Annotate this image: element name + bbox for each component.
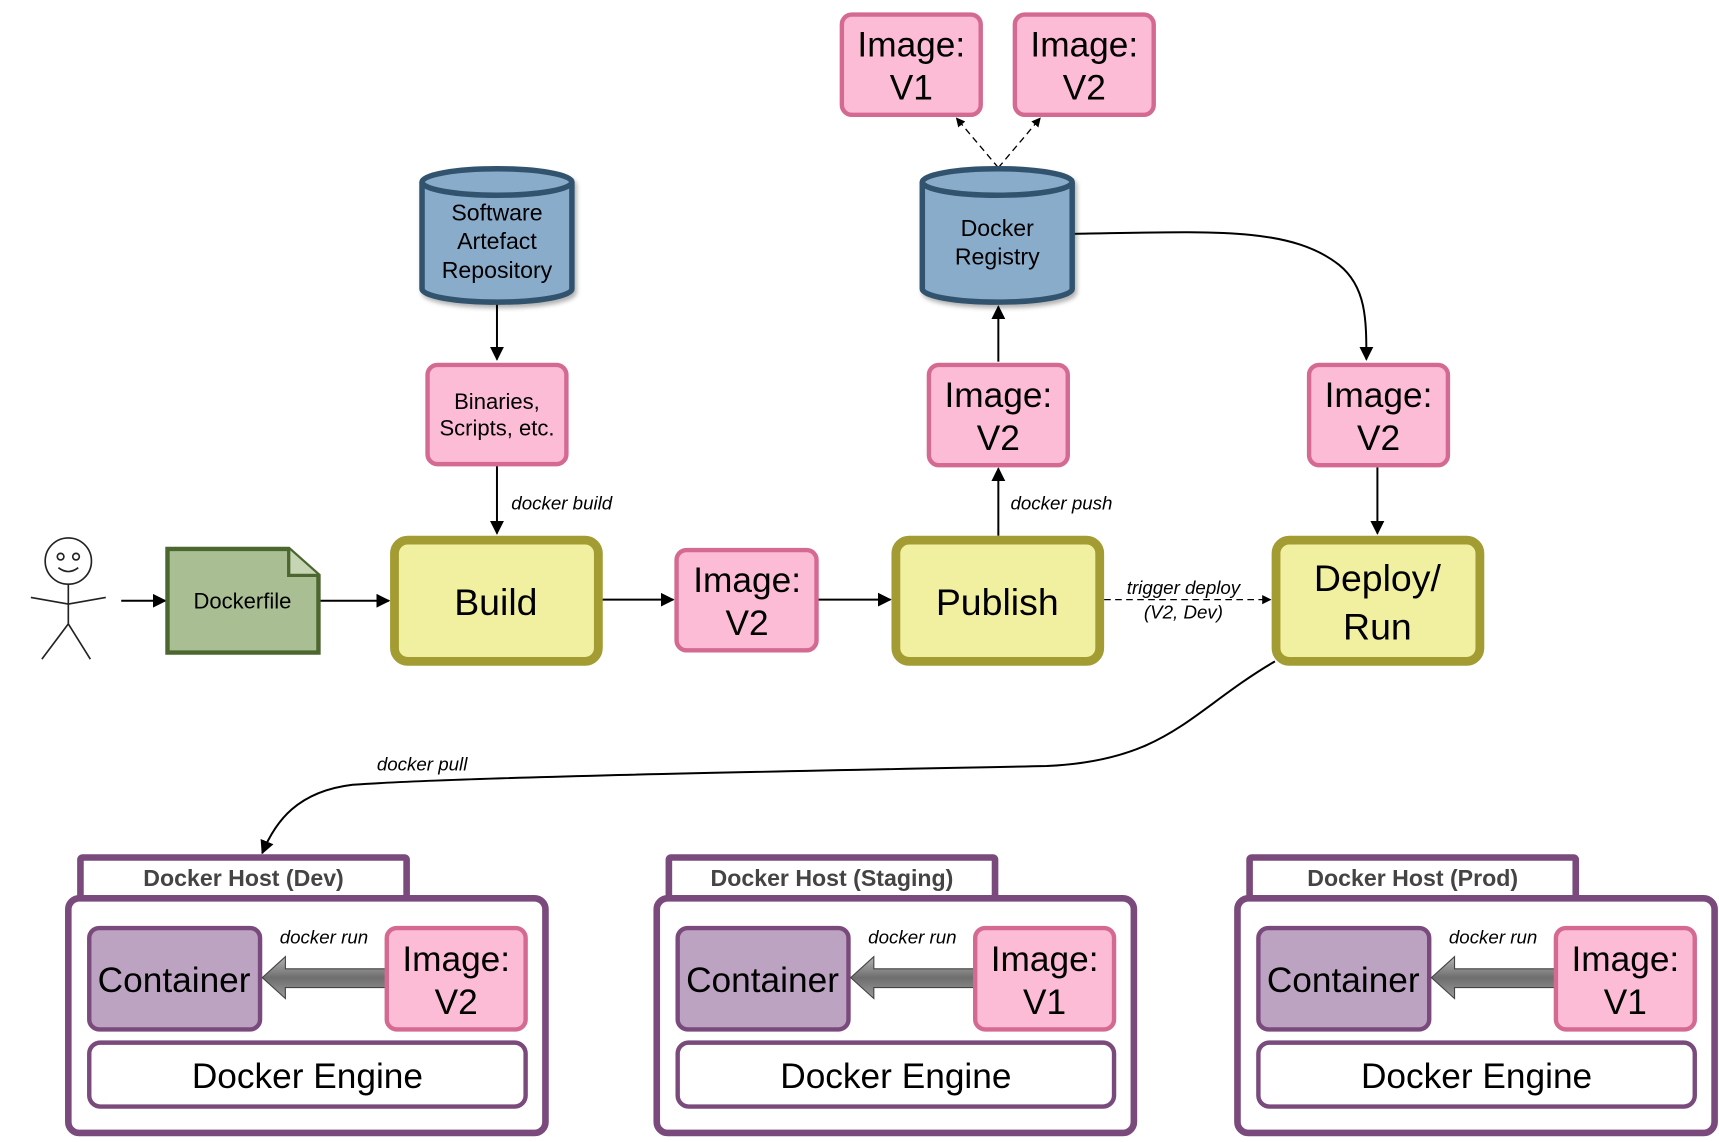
built-image-line-2: V2 xyxy=(726,604,769,643)
host-image-line-2: V1 xyxy=(1023,983,1066,1022)
dockerfile-node[interactable]: Dockerfile xyxy=(165,546,321,655)
container-label: Container xyxy=(98,961,251,1000)
pulled-image-line-1: Image: xyxy=(1325,376,1433,415)
registry-line-1: Docker xyxy=(961,215,1035,241)
docker-run-label: docker run xyxy=(280,926,368,947)
host-image-line-1: Image: xyxy=(1571,940,1679,979)
host-image-node[interactable]: Image: V1 xyxy=(972,925,1117,1032)
docker-engine-node[interactable]: Docker Engine xyxy=(675,1040,1117,1109)
binaries-node[interactable]: Binaries, Scripts, etc. xyxy=(425,362,569,467)
registry-image-v2[interactable]: Image: V2 xyxy=(1012,12,1156,118)
container-node[interactable]: Container xyxy=(675,925,851,1032)
registry-image-v1-line-2: V1 xyxy=(890,68,933,107)
database-icon xyxy=(419,182,575,305)
deploy-run-stage[interactable]: Deploy/ Run xyxy=(1271,535,1485,666)
host-title: Docker Host (Staging) xyxy=(711,865,954,891)
binaries-line-2: Scripts, etc. xyxy=(439,415,554,440)
registry-line-2: Registry xyxy=(955,244,1040,270)
build-label: Build xyxy=(454,581,537,623)
software-repo-line-2: Artefact xyxy=(457,228,537,254)
docker-registry-node[interactable]: Docker Registry xyxy=(919,166,1075,305)
edges xyxy=(121,117,1385,855)
built-image-node[interactable]: Image: V2 xyxy=(674,547,819,653)
database-icon xyxy=(919,182,1075,305)
edge-registry-to-image-v1 xyxy=(955,117,999,169)
pushed-image-line-2: V2 xyxy=(977,419,1020,458)
docker-engine-label: Docker Engine xyxy=(192,1057,423,1096)
built-image-line-1: Image: xyxy=(693,561,801,600)
deploy-line-2: Run xyxy=(1343,605,1412,647)
registry-image-v2-line-2: V2 xyxy=(1063,68,1106,107)
host-image-line-1: Image: xyxy=(991,940,1099,979)
stick-figure-icon xyxy=(30,537,106,660)
edge-deploy-to-dev-host-pull xyxy=(260,660,1276,855)
software-repo-node[interactable]: Software Artefact Repository xyxy=(419,166,575,305)
docker-engine-node[interactable]: Docker Engine xyxy=(1256,1040,1697,1109)
container-node[interactable]: Container xyxy=(87,925,263,1032)
pulled-image-line-2: V2 xyxy=(1357,419,1400,458)
software-repo-line-1: Software xyxy=(451,200,542,226)
deploy-line-1: Deploy/ xyxy=(1314,557,1442,599)
registry-image-v1-line-1: Image: xyxy=(857,25,965,64)
docker-run-label: docker run xyxy=(868,926,956,947)
host-title: Docker Host (Dev) xyxy=(143,865,343,891)
document-icon xyxy=(165,546,321,655)
docker-run-label: docker run xyxy=(1449,926,1537,947)
dockerfile-label: Dockerfile xyxy=(193,588,291,613)
container-label: Container xyxy=(686,961,839,1000)
pushed-image-line-1: Image: xyxy=(944,376,1052,415)
edge-registry-to-image-v2 xyxy=(997,117,1041,169)
pushed-image-node[interactable]: Image: V2 xyxy=(926,362,1070,468)
registry-image-v1[interactable]: Image: V1 xyxy=(839,12,983,118)
docker-engine-label: Docker Engine xyxy=(780,1057,1011,1096)
host-image-node[interactable]: Image: V1 xyxy=(1553,925,1697,1032)
host-image-line-2: V2 xyxy=(435,983,478,1022)
docker-engine-node[interactable]: Docker Engine xyxy=(87,1040,528,1109)
software-repo-line-3: Repository xyxy=(442,257,553,283)
docker-host-staging[interactable]: Docker Host (Staging) Container docker run… xyxy=(653,854,1138,1137)
host-title: Docker Host (Prod) xyxy=(1307,865,1518,891)
container-node[interactable]: Container xyxy=(1256,925,1432,1032)
container-label: Container xyxy=(1267,961,1420,1000)
host-image-line-1: Image: xyxy=(402,940,510,979)
label-trigger-deploy: trigger deploy xyxy=(1127,577,1242,598)
registry-image-v2-line-1: Image: xyxy=(1030,25,1138,64)
edge-registry-to-pulled-image xyxy=(1074,231,1374,361)
label-trigger-deploy-args: (V2, Dev) xyxy=(1144,601,1223,622)
label-docker-build: docker build xyxy=(511,492,613,513)
host-image-node[interactable]: Image: V2 xyxy=(384,925,528,1032)
label-docker-pull: docker pull xyxy=(377,753,468,774)
binaries-line-1: Binaries, xyxy=(454,389,540,414)
publish-stage[interactable]: Publish xyxy=(891,535,1105,666)
publish-label: Publish xyxy=(936,581,1059,623)
docker-engine-label: Docker Engine xyxy=(1361,1057,1592,1096)
host-image-line-2: V1 xyxy=(1604,983,1647,1022)
build-stage[interactable]: Build xyxy=(390,535,603,666)
pulled-image-node[interactable]: Image: V2 xyxy=(1306,362,1451,468)
label-docker-push: docker push xyxy=(1010,492,1112,513)
